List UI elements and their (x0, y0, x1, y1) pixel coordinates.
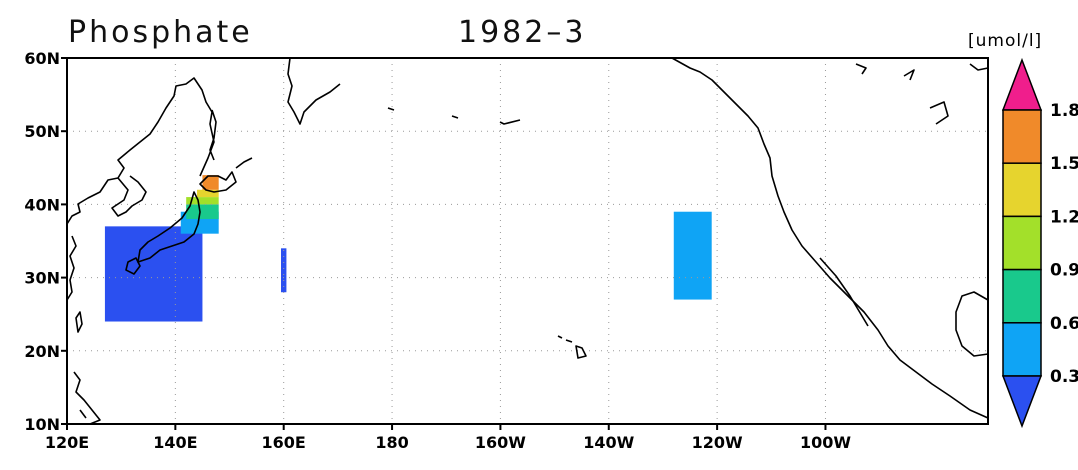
colorbar-segment (1002, 215, 1042, 271)
coastlines (66, 57, 989, 425)
kamchatka-coast (287, 57, 341, 125)
phosphate-field (104, 175, 712, 322)
kuril-islands (235, 157, 253, 169)
x-tick-label: 100W (800, 433, 851, 452)
colorbar-level-label: 0.6 (1050, 314, 1078, 334)
y-axis-lat: 10N 20N 30N 40N 50N 60N (24, 49, 67, 434)
x-tick-label: 180 (375, 433, 408, 452)
hawaii-islands (557, 335, 587, 359)
korea-coast (111, 175, 147, 217)
japan-kyushu (125, 257, 141, 275)
colorbar-level-label: 1.5 (1050, 154, 1078, 174)
asia-coast (66, 77, 215, 225)
map-title-period: 1982–3 (458, 15, 586, 50)
y-tick-label: 10N (24, 415, 60, 434)
x-axis-lon: 120E 140E 160E 180 160W 140W 120W 100W (45, 424, 851, 452)
y-tick-label: 20N (24, 342, 60, 361)
map-plot-area (66, 57, 989, 425)
colorbar-level-label: 1.8 (1050, 101, 1078, 121)
colorbar-segment (1002, 322, 1042, 377)
china-south-coast (66, 235, 77, 301)
x-tick-label: 140E (153, 433, 197, 452)
gulf-of-mexico (955, 291, 989, 357)
taiwan (75, 311, 83, 333)
field-region-7 (673, 211, 712, 300)
japan-honshu (137, 191, 201, 263)
y-tick-label: 50N (24, 122, 60, 141)
colorbar-segment (1002, 109, 1042, 164)
x-tick-label: 140W (583, 433, 634, 452)
colorbar: 0.3 0.6 0.9 1.2 1.5 1.8 (1001, 57, 1078, 429)
x-tick-label: 160E (262, 433, 306, 452)
philippines (73, 371, 101, 425)
x-tick-label: 120W (692, 433, 743, 452)
colorbar-level-label: 1.2 (1050, 207, 1078, 227)
x-tick-label: 120E (45, 433, 89, 452)
y-tick-label: 30N (24, 269, 60, 288)
baja-california (819, 257, 869, 327)
x-tick-label: 160W (475, 433, 526, 452)
y-tick-label: 40N (24, 195, 60, 214)
y-tick-label: 60N (24, 49, 60, 68)
japan-hokkaido (199, 171, 237, 193)
canadian-islands (855, 63, 989, 125)
aleutian-islands (387, 107, 521, 125)
colorbar-level-label: 0.9 (1050, 261, 1078, 281)
field-region-4 (197, 189, 219, 198)
colorbar-extend-bottom (1001, 375, 1043, 429)
colorbar-units: [umol/l] (968, 31, 1042, 51)
map-title-variable: Phosphate (68, 15, 253, 50)
colorbar-segment (1002, 162, 1042, 218)
colorbar-level-label: 0.3 (1050, 367, 1078, 387)
north-america-coast (671, 57, 989, 419)
map-frame (66, 57, 989, 425)
map-background (67, 58, 988, 424)
field-region-5 (202, 175, 219, 190)
field-region-6 (280, 248, 287, 293)
field-region-2 (186, 204, 219, 220)
sakhalin (209, 109, 217, 161)
field-region-3 (186, 197, 219, 205)
colorbar-extend-top (1001, 57, 1043, 111)
colorbar-segment (1002, 268, 1042, 324)
field-region-0 (104, 226, 203, 322)
